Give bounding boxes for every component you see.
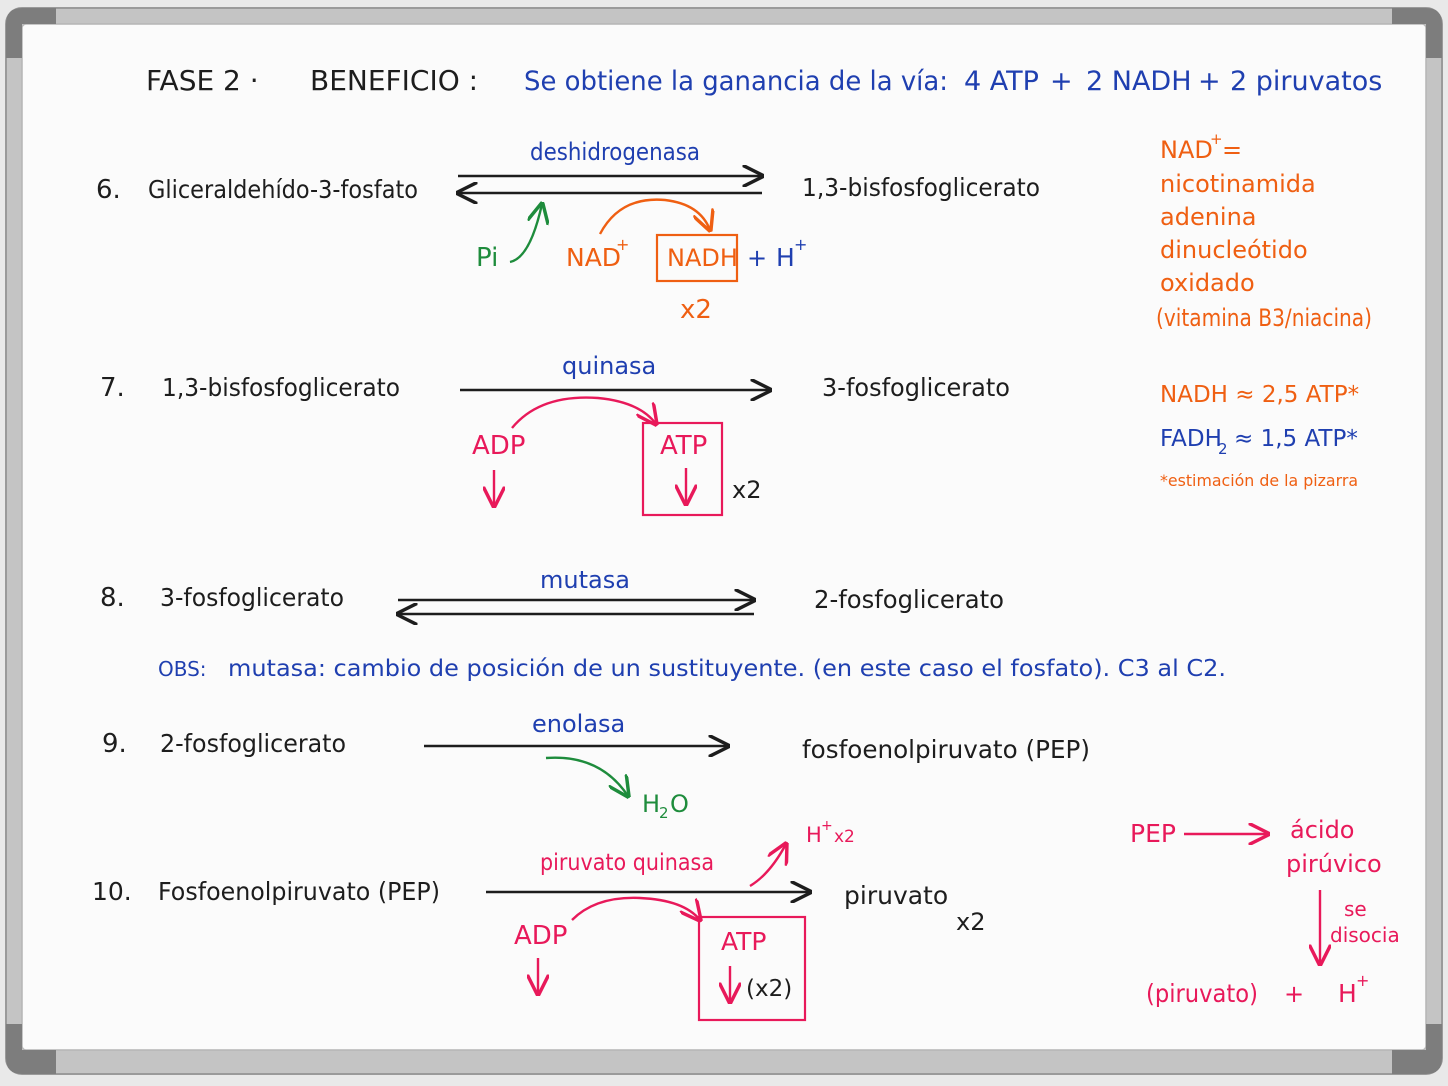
step10-h-multiplier: x2 (834, 827, 855, 847)
step7-product: 3-fosfoglicerato (822, 373, 1010, 402)
pep-note-h: H (1338, 979, 1357, 1008)
step6-pi-arrow (509, 204, 542, 264)
nad-note-line1-sup: + (1210, 130, 1223, 148)
step7-adp-arrow (511, 396, 656, 428)
pep-note-acid-2: pirúvico (1286, 850, 1382, 878)
step6-multiplier: x2 (680, 295, 712, 325)
pep-note-h-sup: + (1356, 971, 1369, 990)
step6-enzyme: deshidrogenasa (530, 138, 700, 166)
step9-product: fosfoenolpiruvato (PEP) (802, 735, 1090, 764)
step8-product: 2-fosfoglicerato (814, 585, 1004, 614)
step7-number: 7. (100, 373, 125, 403)
step7-enzyme: quinasa (562, 352, 656, 380)
step6-product: 1,3-bisfosfoglicerato (802, 173, 1040, 202)
nad-note-line6: (vitamina B3/niacina) (1156, 304, 1372, 332)
nad-note-line4: dinucleótido (1160, 236, 1308, 264)
step6-substrate: Gliceraldehído-3-fosfato (148, 175, 418, 204)
pep-note-plus: + (1284, 980, 1304, 1008)
step8-substrate: 3-fosfoglicerato (160, 583, 344, 612)
step6-number: 6. (96, 175, 121, 205)
header-plus-1: + (1050, 66, 1073, 97)
pep-note-piruvato: (piruvato) (1146, 979, 1258, 1008)
step9-enzyme: enolasa (532, 710, 625, 738)
header-plus-2: + (1198, 66, 1221, 97)
step10-product-multiplier: x2 (956, 908, 985, 936)
equiv-fadh: FADH (1160, 426, 1222, 452)
obs-label: OBS: (158, 657, 207, 681)
step6-h-sup: + (794, 235, 807, 254)
pep-note-acid-1: ácido (1290, 816, 1355, 844)
step7-adp: ADP (472, 431, 526, 461)
step6-nad: NAD (566, 243, 621, 272)
step6-nad-sup: + (616, 235, 629, 254)
equiv-fadh-rest: ≈ 1,5 ATP* (1234, 426, 1358, 452)
step9-water-arrow (545, 756, 628, 796)
nad-note-line1: NAD (1160, 136, 1213, 164)
step10-h: H (806, 823, 822, 847)
step9-water-h: H (642, 790, 660, 818)
pep-note-pep: PEP (1130, 819, 1176, 848)
step10-product: piruvato (844, 881, 948, 910)
frame-corner-tl (6, 8, 56, 58)
step6-pi: Pi (476, 243, 498, 273)
nad-note-line1-eq: = (1222, 136, 1242, 164)
step9-water-o: O (670, 790, 689, 818)
frame-corner-bl (6, 1024, 56, 1074)
equiv-fadh-sub: 2 (1218, 440, 1228, 458)
step8-number: 8. (100, 583, 125, 613)
step6-plus: + (747, 244, 767, 272)
step10-adp-arrow (571, 896, 700, 920)
step9-water-sub: 2 (659, 804, 669, 822)
obs-text: mutasa: cambio de posición de un sustitu… (228, 656, 1226, 682)
equiv-nadh: NADH ≈ 2,5 ATP* (1160, 382, 1359, 408)
header-phase: FASE 2 · (146, 64, 259, 97)
header-atp: 4 ATP (964, 66, 1039, 97)
step10-substrate: Fosfoenolpiruvato (PEP) (158, 877, 440, 906)
step9-number: 9. (102, 729, 127, 759)
step6-nadh: NADH (667, 244, 738, 272)
nad-note-line5: oxidado (1160, 269, 1255, 297)
step8-enzyme: mutasa (540, 566, 630, 594)
step10-number: 10. (92, 877, 132, 906)
frame-corner-tr (1392, 8, 1442, 58)
frame-corner-br (1392, 1024, 1442, 1074)
header-nadh: 2 NADH (1086, 66, 1192, 97)
pep-note-dissociate-1: se (1344, 897, 1367, 921)
header-pyruvates: 2 piruvatos (1230, 66, 1382, 97)
step10-adp: ADP (514, 921, 568, 951)
step6-nad-arrow (598, 198, 710, 234)
header-gain: Se obtiene la ganancia de la vía: (524, 66, 948, 97)
step10-h-arrow (749, 844, 786, 888)
step10-atp: ATP (721, 927, 767, 956)
step10-atp-box (697, 915, 807, 1022)
pep-note-dissociate-2: disocia (1330, 923, 1400, 947)
step7-atp-box (641, 421, 724, 517)
header-name: BENEFICIO : (310, 64, 478, 97)
step9-substrate: 2-fosfoglicerato (160, 729, 346, 758)
step6-nadh-box (655, 233, 739, 283)
step7-substrate: 1,3-bisfosfoglicerato (162, 373, 400, 402)
step10-h-sup: + (821, 818, 833, 834)
step6-h: H (776, 243, 795, 272)
step7-multiplier: x2 (732, 476, 761, 504)
step10-atp-multiplier: (x2) (746, 976, 792, 1002)
board-surface (21, 23, 1427, 1051)
step7-atp: ATP (660, 431, 707, 461)
nad-note-line3: adenina (1160, 203, 1257, 231)
step10-enzyme: piruvato quinasa (540, 850, 714, 876)
nad-note-line2: nicotinamida (1160, 170, 1316, 198)
equiv-note: *estimación de la pizarra (1160, 471, 1358, 490)
